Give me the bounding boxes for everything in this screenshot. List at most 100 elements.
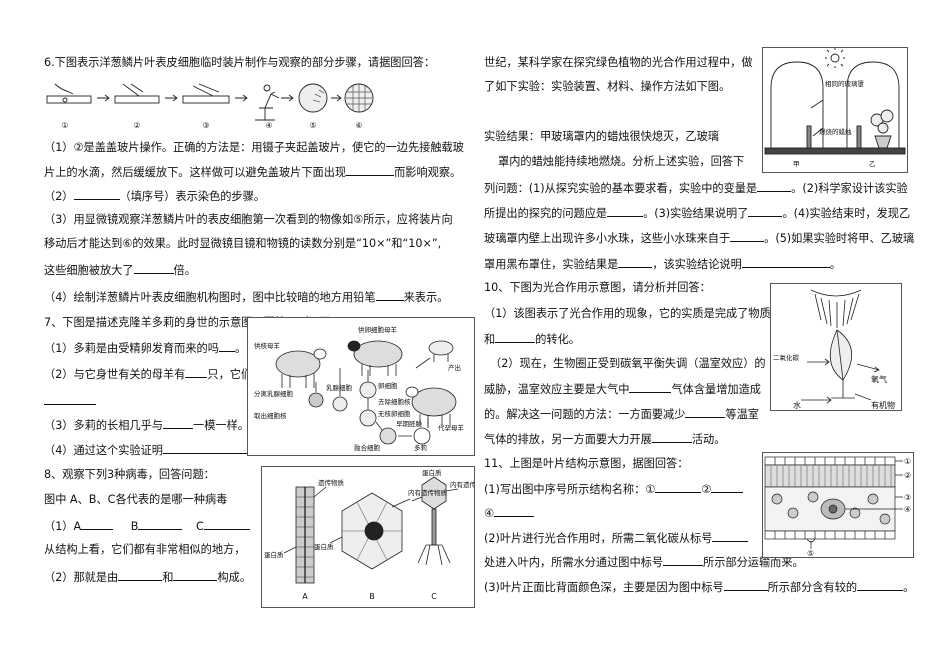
q9-6-blank-1[interactable] xyxy=(607,205,644,217)
q10-1-blank[interactable] xyxy=(495,331,536,343)
q10-1-and: 和 xyxy=(484,333,496,346)
q7-4-blank[interactable] xyxy=(163,442,313,454)
q7-clone-figure: 供核母羊 供卵细胞母羊 乳腺细胞 卵细胞 分离乳腺细胞 取出细胞核 去除细胞核 … xyxy=(247,317,475,456)
q8-fig-label: 遗传物质 xyxy=(318,478,345,487)
q10-fig-label: 二氧化碳 xyxy=(773,353,800,362)
q6-steps-svg: ① ② ③ ④ ⑤ ⑥ xyxy=(46,83,374,130)
q6-stem: 6.下图表示洋葱鳞片叶表皮细胞临时装片制作与观察的部分步骤，请据图回答： xyxy=(44,56,436,69)
q6-1-blank[interactable] xyxy=(346,164,395,176)
q11-3-blank-2[interactable] xyxy=(857,579,904,591)
q9-7-text-b: 。(5)如果实验时将甲、乙玻璃 xyxy=(764,232,915,245)
q7-fig-label: 产出 xyxy=(448,363,461,372)
q7-3-line: （3）多莉的长相几乎与一模一样。 xyxy=(44,417,249,433)
q8-1-c-blank[interactable] xyxy=(203,518,250,530)
q7-3-end: 一模一样。 xyxy=(193,419,249,432)
q6-step-label: ② xyxy=(133,121,140,130)
q6-2-prefix: （2） xyxy=(44,190,74,203)
q10-2-line-b: 威胁，温室效应主要是大气中气体含量增加造成 xyxy=(484,381,761,397)
q6-2-blank[interactable] xyxy=(73,188,120,200)
q11-2-blank-1[interactable] xyxy=(712,530,749,542)
q7-fig-label: 乳腺细胞 xyxy=(326,383,353,392)
q11-2-line-a: (2)叶片进行光合作用时，所需二氧化碳从标号 xyxy=(484,530,749,546)
q10-2-line-a: （2）现在，生物圈正受到碳氧平衡失调（温室效应）的 xyxy=(490,357,766,370)
q9-5-blank[interactable] xyxy=(757,180,792,192)
q6-1-text: 片上的水滴，然后缓缓放下。这样做可以避免盖玻片下面出现 xyxy=(44,166,347,179)
q8-virus-svg: 遗传物质 蛋白质 内有遗传物质 蛋白质 蛋白质 内有遗传物质 A B C xyxy=(264,468,474,601)
q11-2-end: 所示部分运输而来。 xyxy=(703,556,804,569)
q10-2-text-f: 气体的排放，另一方面要大力开展 xyxy=(484,433,652,446)
q9-6-text-b: 。(3)实验结果说明了 xyxy=(643,207,749,220)
q11-2-text: (2)叶片进行光合作用时，所需二氧化碳从标号 xyxy=(484,532,713,545)
q9-line-6: 所提出的探究的问题应是。(3)实验结果说明了。(4)实验结束时，发现乙 xyxy=(484,205,910,221)
q11-1-blank-1[interactable] xyxy=(655,481,702,493)
q8-1-a-blank[interactable] xyxy=(81,518,114,530)
q11-1-num-4: ④ xyxy=(484,507,495,520)
q7-2-blank[interactable] xyxy=(185,366,208,378)
q10-2-line-c: 的。解决这一问题的方法：一方面要减少等温室 xyxy=(484,406,759,422)
q9-8-blank-1[interactable] xyxy=(618,256,653,268)
q9-5-text-b: 。(2)科学家设计该实验 xyxy=(791,182,908,195)
q9-8-text-b: ，该实验结论说明 xyxy=(652,258,742,271)
q7-1-blank[interactable] xyxy=(218,340,235,352)
q10-1-line-b: 和的转化。 xyxy=(484,331,580,347)
q8-2-blank-2[interactable] xyxy=(173,569,218,581)
q8-stem: 8、观察下列3种病毒，回答问题： xyxy=(44,468,215,481)
q6-3-end: 倍。 xyxy=(173,264,196,277)
q10-2-blank-3[interactable] xyxy=(651,431,692,443)
q8-fig-label: 蛋白质 xyxy=(264,550,284,559)
q8-1-b-blank[interactable] xyxy=(138,518,183,530)
q11-fig-label: ① xyxy=(904,457,911,466)
q10-2-end: 活动。 xyxy=(691,433,726,446)
q6-1-line-a: （1）②是盖盖玻片操作。正确的方法是：用镊子夹起盖玻片，使它的一边先接触载玻 xyxy=(44,141,464,154)
q9-8-blank-2[interactable] xyxy=(741,256,830,268)
q10-2-text-e: 等温室 xyxy=(725,408,759,421)
q6-1-line-b: 片上的水滴，然后缓缓放下。这样做可以避免盖玻片下面出现而影响观察。 xyxy=(44,164,461,180)
q11-fig-label: ③ xyxy=(904,493,911,502)
q8-2-line: （2）那就是由和构成。 xyxy=(44,569,251,585)
q11-3-blank-1[interactable] xyxy=(723,579,768,591)
q9-6-blank-2[interactable] xyxy=(748,205,783,217)
q11-2-blank-2[interactable] xyxy=(663,554,704,566)
q7-fig-label: 代孕母羊 xyxy=(438,423,465,432)
q11-1-text: (1)写出图中序号所示结构名称：① xyxy=(484,483,656,496)
q8-2-end: 构成。 xyxy=(217,571,252,584)
q11-3-text-b: 所示部分含有较的 xyxy=(767,581,858,594)
q11-fig-label: ② xyxy=(904,471,911,480)
q7-fig-label: 早期胚胎 xyxy=(396,419,423,428)
q7-2-blank-2[interactable] xyxy=(44,393,96,405)
q8-2-blank-1[interactable] xyxy=(118,569,163,581)
q8-1-line: （1）A B C xyxy=(44,518,250,534)
q6-4-end: 来表示。 xyxy=(403,291,449,304)
q6-2-text: （填序号）表示染色的步骤。 xyxy=(119,190,265,203)
q8-fig-label: 蛋白质 xyxy=(422,468,442,477)
q9-line-7: 玻璃罩内壁上出现许多小水珠，这些小水珠来自于。(5)如果实验时将甲、乙玻璃 xyxy=(484,230,914,246)
q6-4-text: （4）绘制洋葱鳞片叶表皮细胞机构图时，图中比较暗的地方用铅笔 xyxy=(44,291,376,304)
q6-steps-figure: ① ② ③ ④ ⑤ ⑥ xyxy=(43,80,378,132)
q6-3-line-a: （3）用显微镜观察洋葱鳞片叶的表皮细胞第一次看到的物像如⑤所示，应将装片向 xyxy=(44,213,453,226)
q9-7-blank[interactable] xyxy=(730,230,765,242)
q7-fig-label: 融合细胞 xyxy=(354,443,381,452)
q11-2-line-b: 处进入叶内，所需水分通过图中标号 所示部分运输而来。 xyxy=(484,554,804,570)
q6-3-blank[interactable] xyxy=(133,262,174,274)
q9-5-text: 列问题：(1)从探究实验的基本要求看，实验中的变量是 xyxy=(484,182,758,195)
q9-fig-label: 相同的玻璃罩 xyxy=(825,79,865,88)
q9-8-end: 。 xyxy=(829,258,841,271)
q6-step-label: ⑥ xyxy=(355,121,362,130)
q11-2-text-b: 处进入叶内，所需水分通过图中标号 xyxy=(484,556,664,569)
q11-fig-label: ④ xyxy=(904,505,911,514)
q7-3-blank[interactable] xyxy=(163,417,193,429)
q8-fig-label: 蛋白质 xyxy=(314,542,334,551)
q11-1-blank-3[interactable] xyxy=(494,505,535,517)
q10-2-blank-1[interactable] xyxy=(629,381,672,393)
q10-2-blank-2[interactable] xyxy=(685,406,726,418)
q11-1-blank-2[interactable] xyxy=(711,481,744,493)
q7-fig-label: 无核卵细胞 xyxy=(378,409,411,418)
q6-step-label: ⑤ xyxy=(309,121,316,130)
q6-3-text: 这些细胞被放大了 xyxy=(44,264,134,277)
q8-2-intro: 从结构上看，它们都有非常相似的地方， xyxy=(44,543,246,556)
q6-4-blank[interactable] xyxy=(375,289,404,301)
q6-step-label: ④ xyxy=(265,121,272,130)
q7-fig-label: 分离乳腺细胞 xyxy=(254,389,294,398)
q8-1-b-label: B xyxy=(130,520,139,533)
